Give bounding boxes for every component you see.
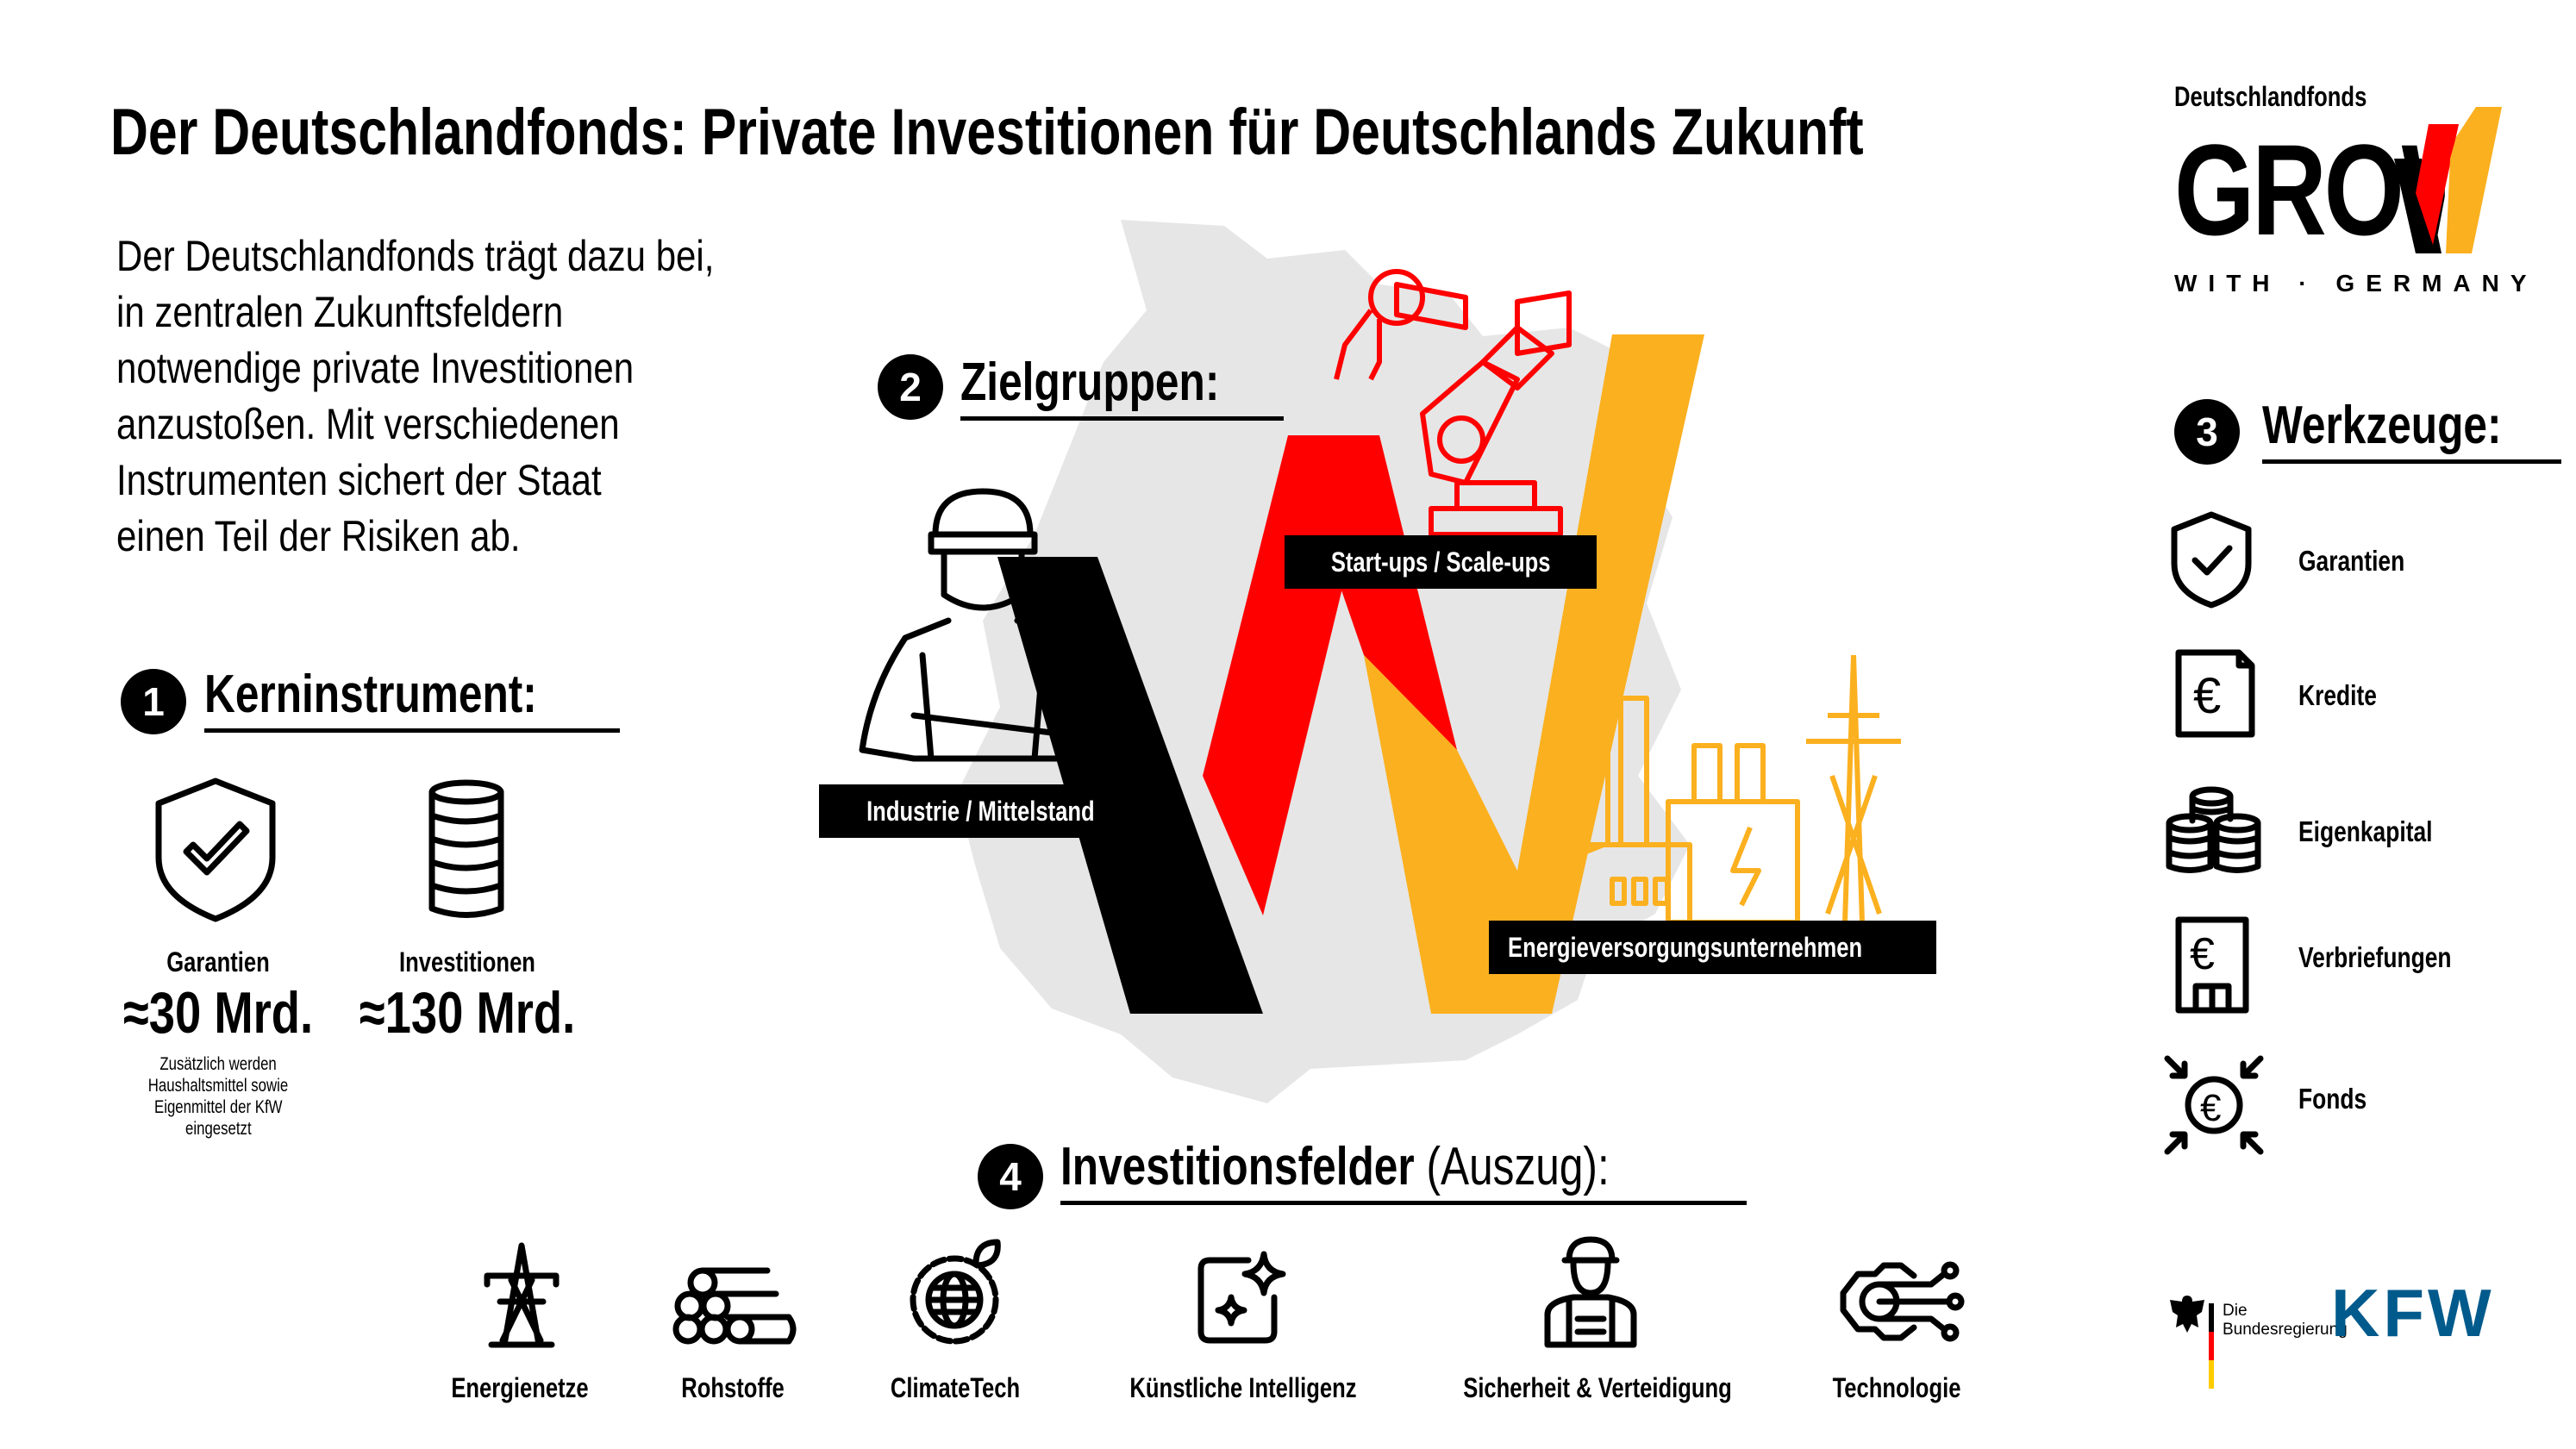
intro-line: Der Deutschlandfonds trägt dazu bei,	[116, 232, 715, 280]
target-group-startups: Start-ups / Scale-ups	[1285, 535, 1597, 589]
euro-arrows-icon: €	[2164, 1055, 2264, 1155]
target-group-industrie: Industrie / Mittelstand	[819, 784, 1142, 838]
field-climatetech: ClimateTech	[890, 1372, 1021, 1403]
intro-line: in zentralen Zukunftsfeldern	[116, 288, 564, 336]
svg-text:€: €	[2200, 1087, 2221, 1129]
database-stack-icon	[428, 779, 504, 918]
globe-gear-leaf-icon	[910, 1239, 1001, 1345]
bundesregierung-logo: Die Bundesregierung	[2166, 1284, 2348, 1389]
field-sicherheit: Sicherheit & Verteidigung	[1463, 1372, 1732, 1403]
tool-kredite: Kredite	[2298, 679, 2377, 711]
coin-stacks-icon	[2166, 786, 2261, 873]
logs-icon	[672, 1267, 797, 1345]
section-heading-kerninstrument: Kerninstrument:	[204, 664, 621, 733]
robot-arm-icon	[1334, 269, 1572, 537]
field-ki: Künstliche Intelligenz	[1129, 1372, 1357, 1403]
svg-text:€: €	[2190, 929, 2215, 979]
gear-circuit-icon	[1840, 1261, 1965, 1342]
kfw-logo: KFW	[2331, 1275, 2495, 1351]
field-rohstoffe: Rohstoffe	[681, 1372, 785, 1403]
kern-label-garantien: Garantien	[166, 946, 270, 977]
field-energienetze: Energienetze	[451, 1372, 589, 1403]
w-red-right-stroke	[1288, 435, 1457, 750]
federal-eagle-icon	[2170, 1296, 2204, 1333]
kern-value-investitionen: ≈130 Mrd.	[359, 980, 576, 1046]
kern-value-garantien: ≈30 Mrd.	[122, 980, 314, 1046]
intro-line: anzustoßen. Mit verschiedenen	[116, 400, 620, 448]
bundesregierung-line: Bundesregierung	[2223, 1321, 2348, 1339]
field-technologie: Technologie	[1832, 1372, 1961, 1403]
section-number-badge: 1	[121, 669, 186, 734]
tool-verbriefungen: Verbriefungen	[2298, 941, 2452, 973]
sparkle-icon	[1197, 1251, 1286, 1344]
section-number-badge: 4	[978, 1144, 1043, 1209]
grow-logo: Deutschlandfonds GROW WITH · GERMANY	[2174, 79, 2538, 298]
logo-main-text: GROW	[2174, 117, 2497, 262]
logo-top-text: Deutschlandfonds	[2174, 81, 2367, 112]
power-pylon-icon	[484, 1242, 560, 1348]
worker-icon	[859, 488, 1107, 762]
logo-w-mark	[2394, 107, 2502, 253]
intro-line: einen Teil der Risiken ab.	[116, 512, 521, 560]
target-group-energie: Energieversorgungsunternehmen	[1489, 921, 1936, 974]
euro-document-icon: €	[2175, 649, 2255, 738]
w-yellow-stroke	[1364, 334, 1704, 1014]
page-title: Der Deutschlandfonds: Private Investitio…	[110, 96, 1864, 169]
intro-line: notwendige private Investitionen	[116, 344, 635, 392]
section-number-badge: 2	[878, 354, 943, 420]
euro-certificate-icon: €	[2175, 916, 2249, 1014]
section-heading-werkzeuge: Werkzeuge:	[2262, 395, 2561, 464]
section-heading-zielgruppen: Zielgruppen:	[960, 352, 1285, 421]
tool-eigenkapital: Eigenkapital	[2298, 815, 2433, 847]
section-heading-investitionsfelder: Investitionsfelder (Auszug):	[1060, 1136, 1747, 1205]
intro-line: Instrumenten sichert der Staat	[116, 456, 602, 504]
section-number-badge: 3	[2174, 399, 2240, 465]
shield-check-icon	[2171, 511, 2252, 609]
shield-check-icon	[155, 778, 276, 922]
intro-text: Der Deutschlandfonds trägt dazu bei, in …	[116, 228, 828, 565]
bundesregierung-line: Die	[2223, 1302, 2248, 1320]
tool-fonds: Fonds	[2298, 1083, 2367, 1115]
kern-label-investitionen: Investitionen	[399, 946, 535, 977]
logo-sub-text: WITH · GERMANY	[2174, 270, 2538, 297]
tool-garantien: Garantien	[2298, 545, 2405, 577]
svg-text:€: €	[2193, 668, 2221, 724]
soldier-icon	[1544, 1236, 1637, 1348]
kern-note: Zusätzlich werden Haushaltsmittel sowie …	[147, 1054, 289, 1139]
